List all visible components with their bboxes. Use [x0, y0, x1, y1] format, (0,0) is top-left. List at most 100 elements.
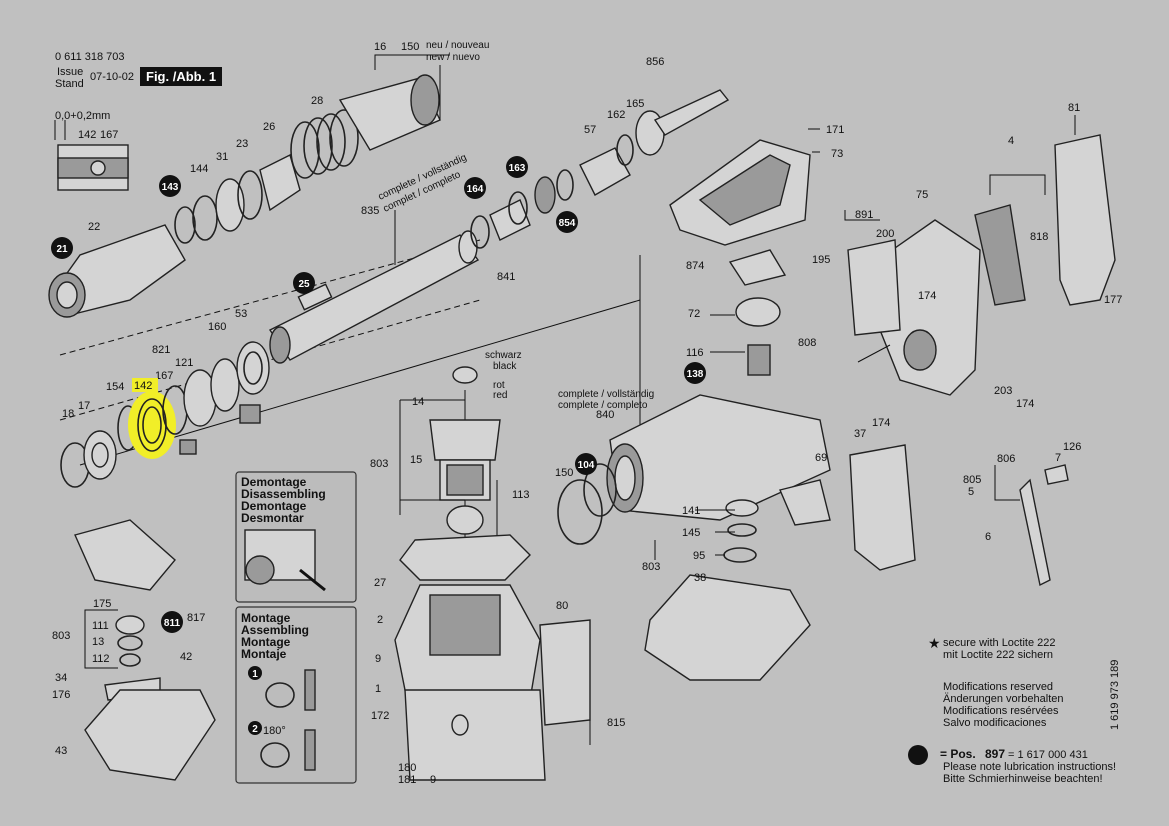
cord-6: [1019, 478, 1051, 587]
label-803c: 803: [52, 630, 70, 642]
axis-line: [59, 239, 481, 356]
pos-label: = Pos.: [940, 747, 976, 761]
leader: [857, 344, 891, 363]
label-815: 815: [607, 717, 625, 729]
step-1-number: 1: [252, 669, 258, 680]
label-27: 27: [374, 577, 386, 589]
label-142: 142: [134, 380, 152, 392]
leader: [374, 54, 450, 70]
label-142-highlight: [132, 378, 158, 392]
label-175: 175: [93, 598, 111, 610]
svg-text:★: ★: [928, 636, 941, 652]
sleeve-31: [215, 178, 245, 232]
svg-text:164: 164: [467, 184, 484, 195]
demontage-label-de: Demontage: [241, 475, 307, 489]
disc-854: [534, 176, 556, 214]
note-complete3: complete / vollständig: [558, 389, 654, 400]
label-73: 73: [831, 148, 843, 160]
pos-number: 897: [985, 747, 1005, 761]
svg-text:104: 104: [578, 460, 595, 471]
article-number: 0 611 318 703: [55, 51, 125, 63]
label-38: 38: [694, 572, 706, 584]
issue-label: Issue: [57, 66, 84, 78]
label-176: 176: [52, 689, 70, 701]
label-75: 75: [916, 189, 928, 201]
note-rot: rot: [493, 380, 505, 391]
label-95: 95: [693, 550, 705, 562]
badge-811: 811: [161, 611, 183, 633]
label-9b: 9: [430, 774, 436, 786]
stand-label: Stand: [55, 78, 84, 90]
label-150: 150: [401, 41, 419, 53]
badge-163: 163: [506, 156, 528, 178]
housing-75: [879, 219, 981, 396]
dimension-label: 0,0+0,2mm: [55, 110, 111, 122]
note-complete4: complete / completo: [558, 400, 648, 411]
gear-72: [735, 297, 781, 327]
ring-17: [83, 430, 117, 480]
label-57: 57: [584, 124, 596, 136]
label-806: 806: [997, 453, 1015, 465]
cover-38: [644, 574, 811, 681]
label-31: 31: [216, 151, 228, 163]
ring-163: [508, 191, 528, 225]
seal-141: [725, 499, 759, 517]
clamp-7: [1044, 464, 1069, 485]
armature-15: [429, 366, 501, 560]
part-821: [210, 358, 240, 412]
label-174c: 174: [872, 417, 890, 429]
demontage-label-fr: Demontage: [241, 499, 307, 513]
label-9a: 9: [375, 653, 381, 665]
cover-73-grip: [698, 154, 791, 226]
cross-section-detail: 142 167: [54, 120, 129, 191]
sleeve-16: [338, 74, 441, 151]
label-174a: 174: [918, 290, 936, 302]
leader: [994, 465, 1020, 501]
mods-de: Änderungen vorbehalten: [943, 693, 1063, 705]
axis-line: [59, 299, 481, 421]
label-167b: 167: [100, 129, 118, 141]
cover-43: [84, 689, 216, 781]
montage-label-es: Montaje: [241, 647, 287, 661]
part-160: [236, 341, 270, 395]
badge-164: 164: [464, 177, 486, 199]
note-black: black: [493, 361, 517, 372]
svg-text:143: 143: [162, 182, 179, 193]
lubrication-dot-icon: [908, 745, 928, 765]
spring-28: [290, 109, 359, 179]
label-72: 72: [688, 308, 700, 320]
montage-label-en: Assembling: [241, 623, 309, 637]
bearing-111: [115, 615, 145, 635]
svg-text:854: 854: [559, 218, 576, 229]
label-81: 81: [1068, 102, 1080, 114]
label-28: 28: [311, 95, 323, 107]
label-1: 1: [375, 683, 381, 695]
bracket-874: [728, 249, 787, 286]
ring-145: [727, 523, 757, 537]
handle-81: [1054, 134, 1116, 306]
ring-854b: [556, 169, 574, 201]
housing-9: [394, 584, 546, 781]
leader: [844, 210, 880, 221]
badge-138: 138: [684, 362, 706, 384]
issue-date: 07-10-02: [90, 71, 135, 83]
spring-26: [259, 153, 301, 212]
label-181: 181: [398, 774, 416, 786]
label-26: 26: [263, 121, 275, 133]
ball-cage: [239, 404, 261, 424]
part-160-inner: [243, 351, 263, 385]
label-16: 16: [374, 41, 386, 53]
label-167a: 167: [155, 370, 173, 382]
label-111: 111: [92, 620, 109, 632]
label-22: 22: [88, 221, 100, 233]
label-14: 14: [412, 396, 424, 408]
badge-854: 854: [556, 211, 578, 233]
label-4: 4: [1008, 135, 1014, 147]
loctite-note-en: secure with Loctite 222: [943, 637, 1056, 649]
clamp-69: [779, 479, 831, 526]
label-5: 5: [968, 486, 974, 498]
label-160: 160: [208, 321, 226, 333]
label-6: 6: [985, 531, 991, 543]
label-840: 840: [596, 409, 614, 421]
